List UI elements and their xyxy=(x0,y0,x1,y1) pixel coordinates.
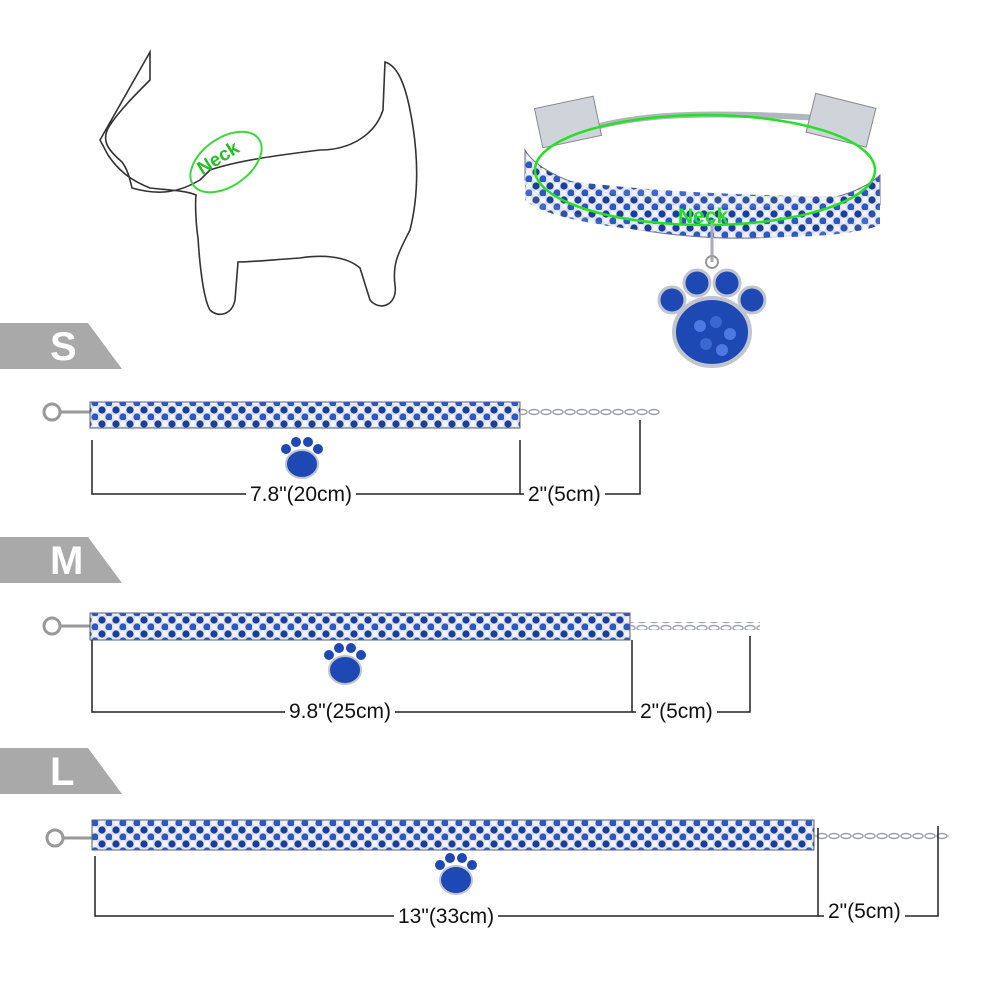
paw-m xyxy=(324,643,366,685)
size-label-s: S xyxy=(50,325,77,369)
collar-band-s xyxy=(89,401,521,429)
collar-length-s: 7.8"(20cm) xyxy=(246,483,356,507)
neck-ring-collar xyxy=(533,113,877,227)
paw-l xyxy=(435,853,477,895)
extension-length-l: 2"(5cm) xyxy=(824,900,905,924)
chain-m xyxy=(630,622,760,630)
size-tab-l: L xyxy=(0,748,122,794)
collar-end-right xyxy=(805,92,877,148)
neck-label-collar: Neck xyxy=(678,205,729,228)
chain-s xyxy=(520,408,660,416)
collar-length-l: 13"(33cm) xyxy=(394,905,499,929)
extension-length-s: 2"(5cm) xyxy=(524,483,605,507)
clasp-l xyxy=(45,828,65,848)
size-label-m: M xyxy=(50,539,84,583)
collar-band-m xyxy=(89,612,631,641)
paw-s xyxy=(281,437,323,479)
paw-pendant xyxy=(657,268,767,368)
collar-band-l xyxy=(91,819,815,851)
extension-length-m: 2"(5cm) xyxy=(636,700,717,724)
neck-ring xyxy=(189,130,263,194)
dog-silhouette xyxy=(99,48,418,316)
collar-end-left xyxy=(533,95,603,149)
chain-l xyxy=(814,832,949,840)
size-label-l: L xyxy=(50,750,75,794)
collar-length-m: 9.8"(25cm) xyxy=(285,700,395,724)
